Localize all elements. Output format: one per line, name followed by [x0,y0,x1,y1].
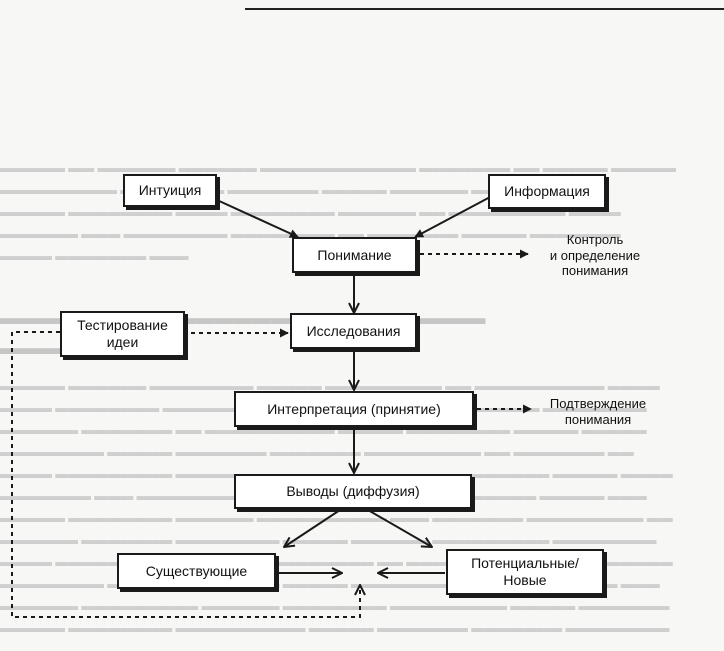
dotted-feedback-loop [11,331,360,618]
intuition-node: Интуиция [123,174,217,207]
existing-node: Существующие [117,553,276,589]
interpretation-node: Интерпретация (принятие) [234,391,474,427]
research-node: Исследования [290,313,417,349]
top-rule [245,8,724,10]
control-note: Контроль и определение понимания [549,232,641,279]
arrow-conclusions-to-existing [284,509,341,547]
arrow-information-to-understanding [414,195,493,238]
confirm-note: Подтверждение понимания [549,396,647,427]
information-node: Информация [488,174,606,209]
conclusions-node: Выводы (диффузия) [234,474,472,509]
arrow-intuition-to-understanding [216,199,299,238]
potential-node: Потенциальные/ Новые [446,549,604,595]
arrow-conclusions-to-potential [367,509,432,547]
understanding-node: Понимание [292,237,417,273]
testing-node: Тестирование идеи [60,311,185,357]
